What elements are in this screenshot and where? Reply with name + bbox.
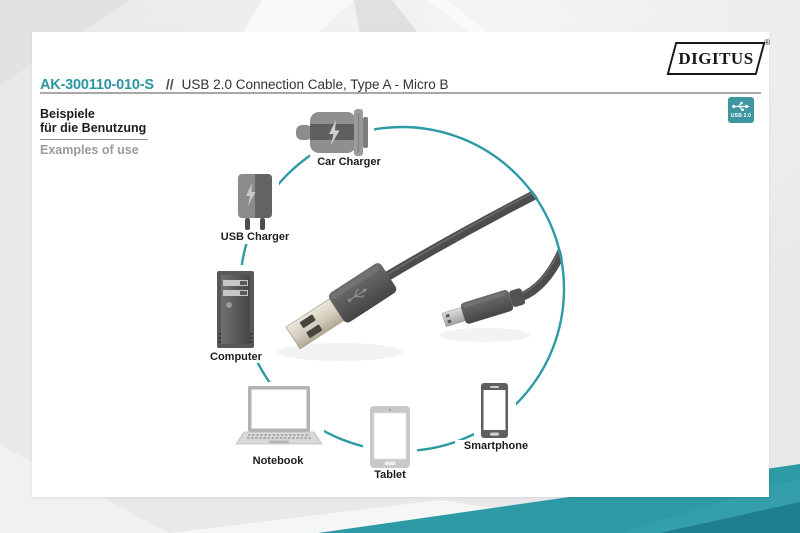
cable-shadow	[440, 328, 530, 342]
tablet-camera	[388, 408, 392, 411]
tablet-home-button	[384, 461, 396, 466]
mask-usb-charger-label	[215, 227, 295, 244]
cable-photo	[278, 187, 566, 361]
teal-corner-dark	[660, 502, 800, 533]
cable-shadow	[278, 343, 402, 361]
mask-computer-label	[205, 347, 267, 363]
tablet-icon	[370, 406, 410, 468]
device-label-notebook: Notebook	[253, 455, 305, 467]
type-a-overmold	[328, 263, 397, 323]
title-row: AK-300110-010-S // USB 2.0 Connection Cabl…	[40, 76, 760, 94]
usb-type-a-connector	[285, 263, 397, 350]
cable-run-a	[383, 187, 543, 282]
device-label-usb-charger: USB Charger	[221, 231, 290, 243]
top-stripe-faint	[428, 0, 488, 33]
car-charger-icon	[296, 109, 368, 156]
type-a-highlight	[331, 265, 380, 299]
usb-charger-prong	[245, 218, 250, 230]
computer-vents	[218, 333, 253, 343]
product-title: USB 2.0 Connection Cable, Type A - Micro…	[181, 77, 449, 92]
car-charger-tip	[296, 125, 312, 140]
car-charger-cap-end	[363, 117, 368, 148]
top-stripe-light	[242, 0, 354, 33]
smartphone-screen	[483, 390, 506, 430]
type-a-hole	[306, 324, 323, 338]
top-stripe-mid	[392, 0, 434, 33]
notebook-icon	[235, 386, 323, 445]
mask-smartphone-label	[455, 440, 535, 453]
title-rule	[40, 92, 761, 94]
device-label-tablet: Tablet	[374, 469, 406, 481]
usb-charger-icon	[238, 174, 272, 230]
mask-car-charger-label	[310, 150, 390, 168]
computer-drive-button	[240, 281, 247, 285]
smartphone-home-button	[490, 432, 499, 436]
usb-trident-icon	[732, 101, 750, 112]
heading-line2: für die Benutzung	[40, 121, 147, 135]
smartphone-icon	[481, 383, 508, 438]
title-separator: //	[165, 76, 174, 92]
micro-b-connector	[442, 288, 526, 327]
product-code: AK-300110-010-S	[40, 77, 154, 93]
device-label-computer: Computer	[210, 351, 263, 363]
device-label-car-charger: Car Charger	[317, 156, 381, 168]
cable-highlight-b	[519, 249, 561, 296]
micro-b-highlight	[463, 292, 507, 308]
computer-icon	[217, 271, 254, 348]
type-a-hole	[299, 314, 316, 328]
heading-rule	[40, 139, 148, 140]
usb20-badge-label: USB 2.0	[730, 113, 752, 119]
smartphone-speaker	[490, 386, 499, 388]
type-a-trident-print	[347, 288, 368, 302]
lightning-icon	[246, 183, 256, 206]
notebook-trackpad	[269, 440, 289, 444]
cable-run-b	[519, 249, 566, 302]
page-heading: Beispiele für die Benutzung	[40, 107, 146, 135]
usb-charger-shade	[255, 174, 272, 218]
cable-highlight-a	[386, 188, 540, 276]
lightning-icon	[329, 120, 340, 145]
tablet-screen	[373, 412, 407, 460]
micro-b-slot	[447, 319, 452, 324]
subheading: Examples of use	[40, 143, 139, 157]
usb-charger-prong	[260, 218, 265, 230]
micro-b-overmold	[460, 290, 514, 324]
usb20-badge: USB 2.0	[728, 97, 754, 123]
computer-power-button	[226, 302, 232, 308]
computer-drive-button	[240, 291, 247, 295]
computer-front-panel	[221, 275, 250, 344]
micro-b-strain-relief	[509, 288, 526, 307]
micro-b-metal-tip	[442, 307, 466, 327]
device-label-smartphone: Smartphone	[464, 440, 528, 452]
top-stripe-dark	[354, 0, 418, 33]
notebook-keyboard	[247, 434, 311, 439]
notebook-screen	[251, 389, 307, 429]
heading-line1: Beispiele	[40, 107, 95, 121]
micro-b-slot	[445, 313, 450, 318]
computer-drive-bay	[223, 290, 248, 296]
computer-drive-bay	[223, 280, 248, 286]
